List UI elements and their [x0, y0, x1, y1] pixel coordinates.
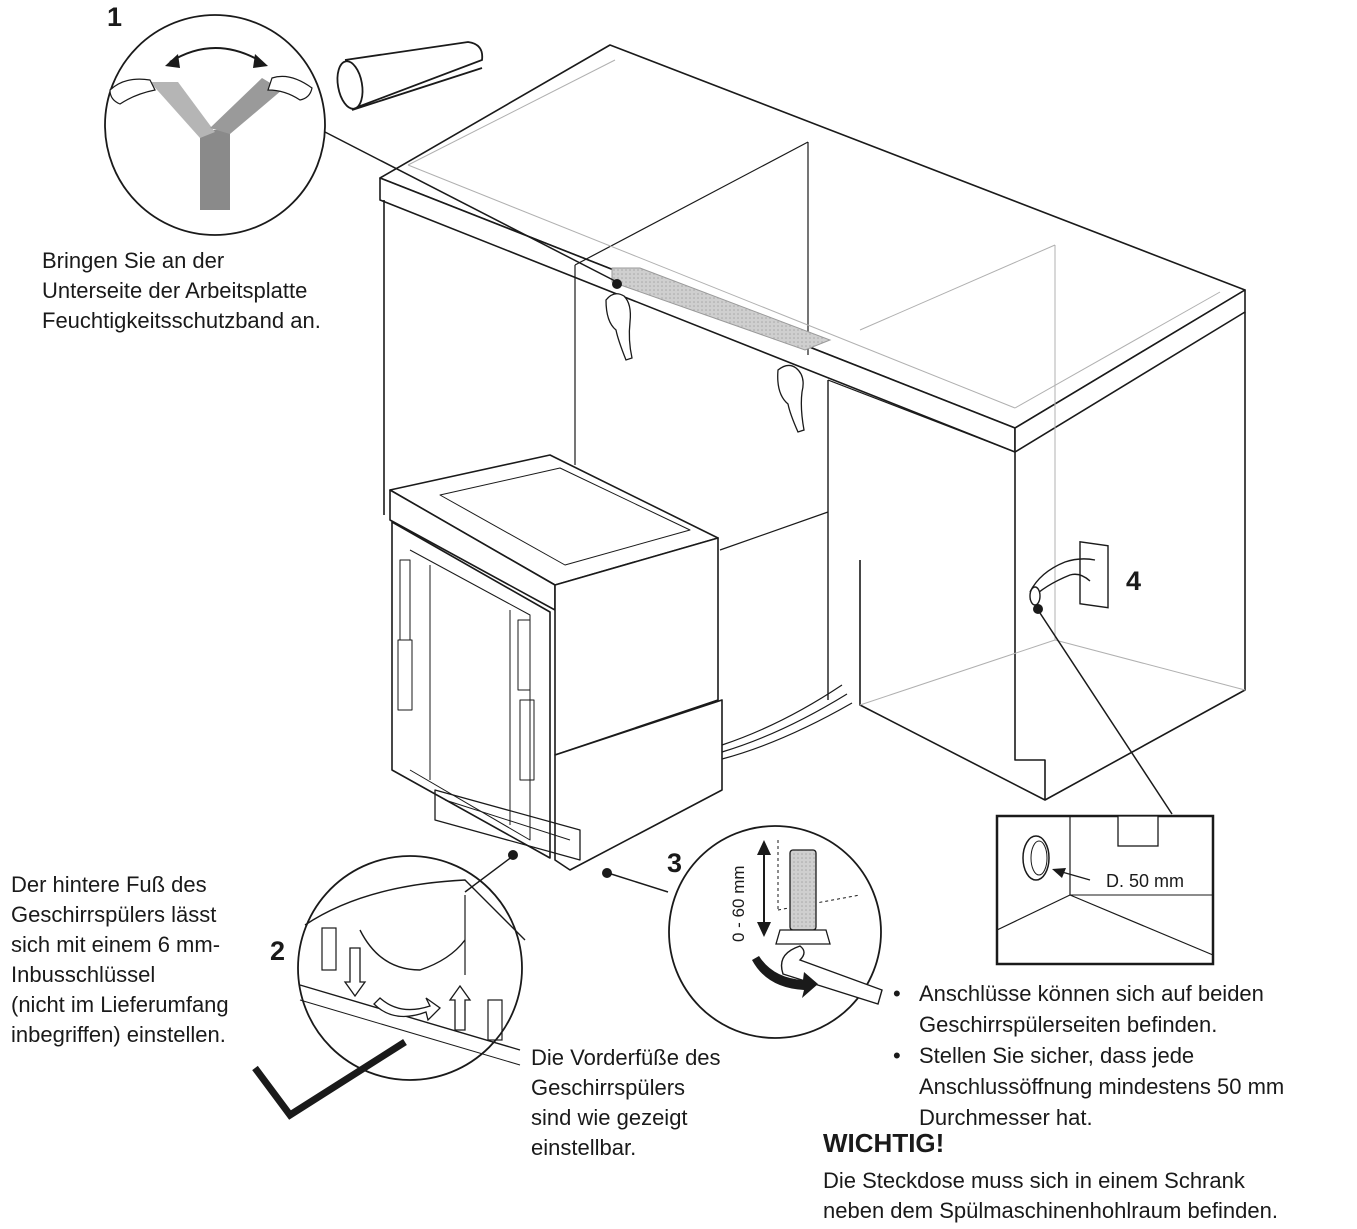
dishwasher-side: [554, 537, 719, 756]
cabinet: [379, 44, 1246, 801]
step2-callout: [252, 850, 526, 1120]
wall-socket: [1029, 540, 1109, 609]
step4-notes: Anschlüsse können sich auf beiden Geschi…: [893, 978, 1353, 1133]
wrench-icon: [780, 945, 883, 1005]
step2-number: 2: [270, 936, 286, 966]
rotate-arrow-icon: [752, 956, 818, 998]
step2-instructions: Der hintere Fuß des Geschirrspülers läss…: [11, 872, 229, 1047]
step1-number: 1: [107, 2, 123, 32]
leader-dot: [1033, 604, 1043, 614]
hand-icon: [267, 75, 313, 101]
warning-text: Die Steckdose muss sich in einem Schrank…: [823, 1168, 1278, 1223]
leader-dot: [602, 868, 612, 878]
leader-dot: [508, 850, 518, 860]
step3-instructions: Die Vorderfüße des Geschirrspülers sind …: [531, 1045, 721, 1160]
arrow-up-icon: [448, 984, 472, 1031]
step4-number: 4: [1126, 566, 1142, 596]
step1-instructions: Bringen Sie an der Unterseite der Arbeit…: [42, 248, 321, 333]
note-item: Anschlüsse können sich auf beiden Geschi…: [893, 978, 1353, 1040]
arrow-down-icon: [343, 947, 367, 998]
dishwasher-base: [554, 699, 723, 871]
right-cabinet-front: [859, 452, 1046, 801]
height-range-label: 0 - 60 mm: [729, 865, 748, 942]
allen-key-icon: [252, 1039, 407, 1120]
diameter-label: D. 50 mm: [1106, 871, 1184, 891]
tape-roll-icon: [336, 41, 484, 111]
note-item: Stellen Sie sicher, dass jede Anschlussö…: [893, 1040, 1353, 1133]
dishwasher: [389, 454, 853, 871]
adjustable-foot-icon: [789, 849, 817, 931]
step3-callout: 0 - 60 mm: [602, 825, 883, 1039]
step4-detail: D. 50 mm: [995, 604, 1215, 966]
step1-callout: [104, 14, 622, 289]
step3-number: 3: [667, 848, 683, 878]
hand-icon: [605, 293, 805, 433]
rotate-arrow-icon: [373, 997, 442, 1022]
cable-hole-icon: [1022, 835, 1050, 881]
leader-dot: [612, 279, 622, 289]
hand-icon: [109, 78, 156, 105]
warning-title: WICHTIG!: [823, 1128, 945, 1158]
bend-arrow-icon: [169, 47, 263, 63]
